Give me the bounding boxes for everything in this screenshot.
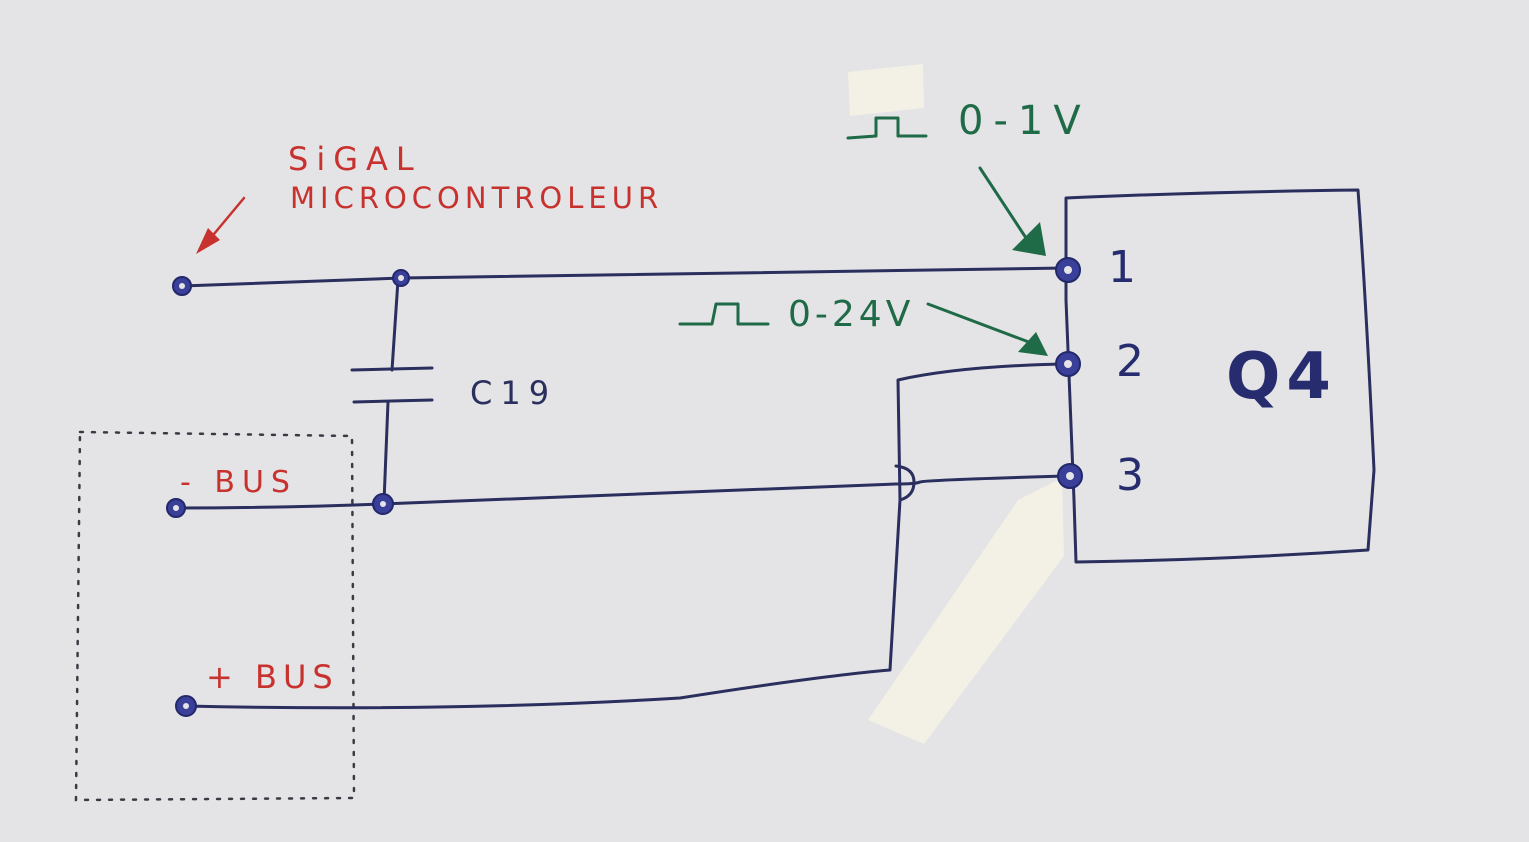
q4-box xyxy=(1064,188,1376,564)
pulse-arrow-1-icon xyxy=(978,166,1046,256)
bus-enclosure xyxy=(74,430,356,802)
signal-label-line2: MICROCONTROLEUR xyxy=(290,181,663,215)
wire-crossing-hop xyxy=(894,464,916,502)
pin-1-label: 1 xyxy=(1108,242,1136,293)
capacitor-label: C19 xyxy=(470,374,557,412)
capacitor-plate-top xyxy=(350,366,434,372)
node-pin-2 xyxy=(1055,351,1081,377)
pin-2-label: 2 xyxy=(1116,336,1144,387)
node-pin-3 xyxy=(1057,463,1083,489)
pulse-waveform-2-icon xyxy=(678,302,770,326)
capacitor-lead-top xyxy=(390,278,400,372)
node-plus-bus xyxy=(175,695,197,717)
pin-3-label: 3 xyxy=(1116,450,1144,501)
minus-bus-wire xyxy=(172,474,1068,510)
signal-label-line1: SiGAL xyxy=(288,140,422,178)
node-pin-1 xyxy=(1055,257,1081,283)
pulse-label-2: 0-24V xyxy=(788,294,914,335)
plus-bus-wire xyxy=(184,362,1068,710)
node-capacitor-bottom xyxy=(372,493,394,515)
signal-arrow-icon xyxy=(196,196,246,254)
plus-bus-label: + BUS xyxy=(206,658,339,696)
node-minus-bus xyxy=(166,498,186,518)
minus-bus-label: - BUS xyxy=(180,465,297,500)
pulse-waveform-1-icon xyxy=(846,116,928,140)
capacitor-lead-bottom xyxy=(382,400,390,504)
node-capacitor-top xyxy=(392,269,410,287)
tape-top xyxy=(848,64,924,116)
pulse-label-1: 0-1V xyxy=(958,98,1091,144)
capacitor-plate-bottom xyxy=(352,398,434,404)
component-label: Q4 xyxy=(1226,340,1337,414)
tape-bottom xyxy=(868,478,1064,744)
node-signal-input xyxy=(172,276,192,296)
signal-wire xyxy=(180,266,1068,288)
pulse-arrow-2-icon xyxy=(926,302,1048,356)
